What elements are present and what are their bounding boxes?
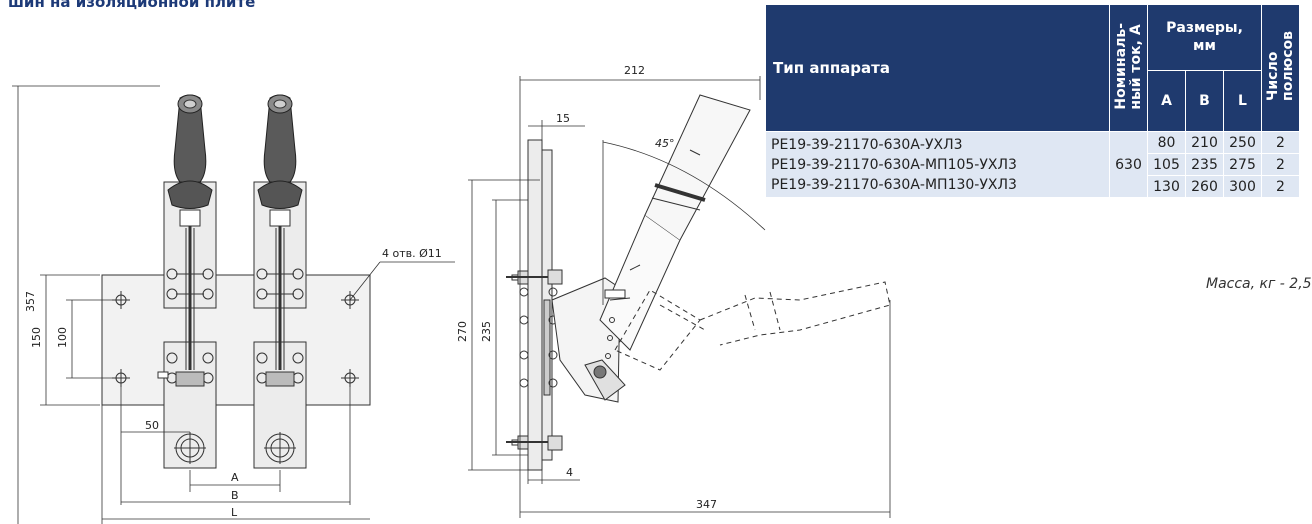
type-list: РЕ19-39-21170-630А-УХЛ3 РЕ19-39-21170-63…: [765, 131, 1110, 198]
header-sizes: Размеры,мм: [1147, 4, 1262, 71]
header-b: B: [1185, 69, 1224, 133]
cell-b: 210: [1185, 131, 1224, 154]
header-current: Номиналь-ный ток, А: [1109, 4, 1148, 132]
dim-347: 347: [696, 498, 717, 511]
dim-l: L: [231, 506, 238, 519]
dim-150: 150: [30, 327, 43, 348]
dim-357: 357: [24, 291, 37, 312]
table-row: РЕ19-39-21170-630А-УХЛ3 РЕ19-39-21170-63…: [765, 131, 1300, 198]
type-name: РЕ19-39-21170-630А-МП105-УХЛ3: [771, 156, 1017, 173]
dim-4: 4: [566, 466, 573, 479]
cell-b: 260: [1185, 175, 1224, 198]
header-type: Тип аппарата: [765, 4, 1110, 132]
front-view: 357 150 100 50 A B L 4 отв. Ø11: [12, 85, 455, 524]
cell-a: 80: [1147, 131, 1186, 154]
dim-b: B: [231, 489, 239, 502]
type-name: РЕ19-39-21170-630А-МП130-УХЛ3: [771, 176, 1017, 193]
cell-a: 105: [1147, 153, 1186, 176]
dim-235: 235: [480, 321, 493, 342]
page-heading: шин на изоляционной плите: [8, 0, 256, 11]
pole-right: [253, 94, 307, 469]
dim-15: 15: [556, 112, 570, 125]
cell-l: 300: [1223, 175, 1262, 198]
holes-note: 4 отв. Ø11: [382, 247, 442, 260]
header-l: L: [1223, 69, 1262, 133]
dim-45-deg: 45°: [655, 137, 675, 150]
side-dimensions: [468, 76, 891, 518]
dim-50: 50: [145, 419, 159, 432]
spec-table: Тип аппарата Номиналь-ный ток, А Размеры…: [765, 4, 1300, 198]
front-dimensions: [12, 85, 455, 524]
table-row: 105 235 275 2: [766, 153, 1300, 176]
dim-a: A: [231, 471, 239, 484]
dim-100: 100: [56, 327, 69, 348]
pole-left: [157, 94, 217, 469]
cell-poles: 2: [1261, 153, 1300, 176]
type-name: РЕ19-39-21170-630А-УХЛ3: [771, 136, 963, 153]
cell-poles: 2: [1261, 131, 1300, 154]
side-view: 212 15 45° 270 235 4 347: [456, 64, 891, 518]
cell-b: 235: [1185, 153, 1224, 176]
dim-270: 270: [456, 321, 469, 342]
cell-l: 275: [1223, 153, 1262, 176]
header-a: A: [1147, 69, 1186, 133]
table-row: 130 260 300 2: [766, 175, 1300, 198]
current-value: 630: [1109, 131, 1148, 198]
cell-l: 250: [1223, 131, 1262, 154]
mass-note: Масса, кг - 2,5: [1206, 276, 1312, 292]
dim-212: 212: [624, 64, 645, 77]
cell-poles: 2: [1261, 175, 1300, 198]
cell-a: 130: [1147, 175, 1186, 198]
